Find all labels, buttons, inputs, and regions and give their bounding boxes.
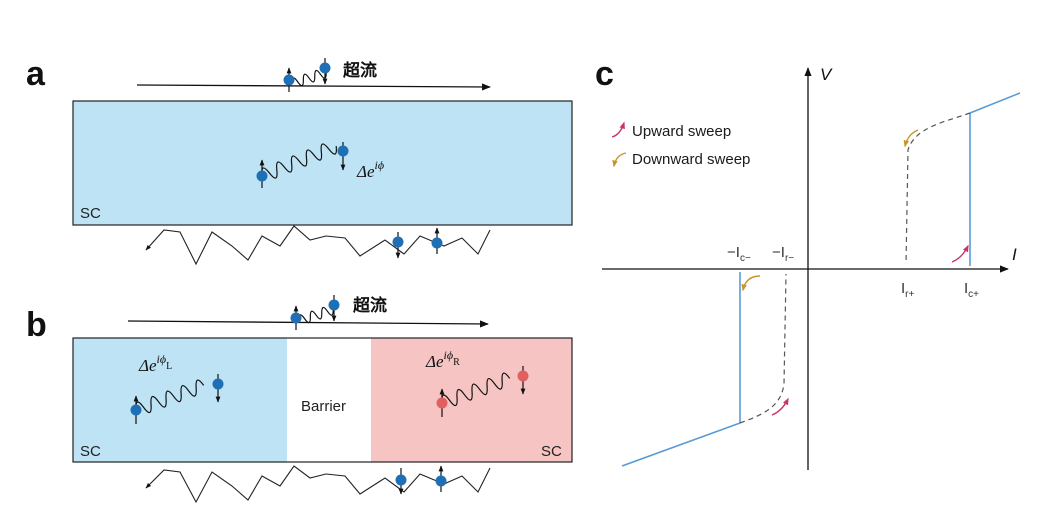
x-axis-label: I [1012, 245, 1017, 264]
iv-lower-retrapping [739, 273, 787, 424]
sc-label-a: SC [80, 205, 101, 222]
sc-left-label: SC [80, 443, 101, 460]
order-parameter-right: ΔeiϕR [425, 348, 460, 371]
upward-sweep-arrow-1 [951, 244, 969, 263]
iv-upper-retrapping [905, 112, 971, 265]
order-parameter-a: Δeiϕ [356, 158, 384, 181]
iv-lower-resistive [621, 422, 741, 467]
cooper-pair-top-a [283, 58, 331, 92]
upward-sweep-arrow-2 [771, 397, 789, 416]
tick-neg-ic: −Ic− [727, 244, 751, 264]
legend-upward-label: Upward sweep [632, 123, 731, 140]
cooper-pair-left-b [130, 374, 224, 424]
downward-sweep-arrow-1 [903, 129, 919, 148]
tick-neg-ir: −Ir− [772, 244, 794, 264]
iv-upper-resistive [969, 92, 1021, 114]
cooper-pair-inside-a [256, 142, 349, 188]
panel-a-letter: a [26, 55, 46, 93]
legend-downward-label: Downward sweep [632, 151, 750, 168]
panel-b: b 超流 SC SC Barrier ΔeiϕL [26, 295, 573, 504]
order-parameter-left: ΔeiϕL [138, 352, 172, 375]
sc-left-block [73, 338, 287, 462]
tick-ir: Ir+ [901, 280, 915, 300]
supercurrent-label-a: 超流 [343, 60, 377, 81]
supercurrent-arrow-a [136, 83, 491, 91]
sc-right-label: SC [541, 443, 562, 460]
tick-ic: Ic+ [964, 280, 979, 300]
barrier-label: Barrier [301, 398, 346, 415]
panel-c-letter: c [595, 55, 614, 93]
cooper-pair-top-b [290, 295, 340, 330]
panel-c: c V I −Ic− −Ir− Ir+ Ic+ Upward sweep Dow… [595, 55, 1021, 470]
scattering-path-a [145, 225, 491, 266]
supercurrent-label-b: 超流 [353, 295, 387, 316]
legend-upward-icon [611, 121, 625, 138]
y-axis-label: V [820, 65, 833, 84]
panel-b-letter: b [26, 306, 47, 344]
sc-block-a [72, 100, 573, 226]
cooper-pair-right-b [436, 366, 529, 417]
legend: Upward sweep Downward sweep [611, 121, 750, 168]
scattering-path-b [145, 465, 491, 504]
junction-outline [72, 337, 573, 463]
downward-sweep-arrow-2 [741, 275, 761, 292]
legend-downward-icon [612, 152, 627, 168]
barrier-block [287, 338, 371, 462]
panel-a: a 超流 SC Δeiϕ [26, 55, 573, 266]
